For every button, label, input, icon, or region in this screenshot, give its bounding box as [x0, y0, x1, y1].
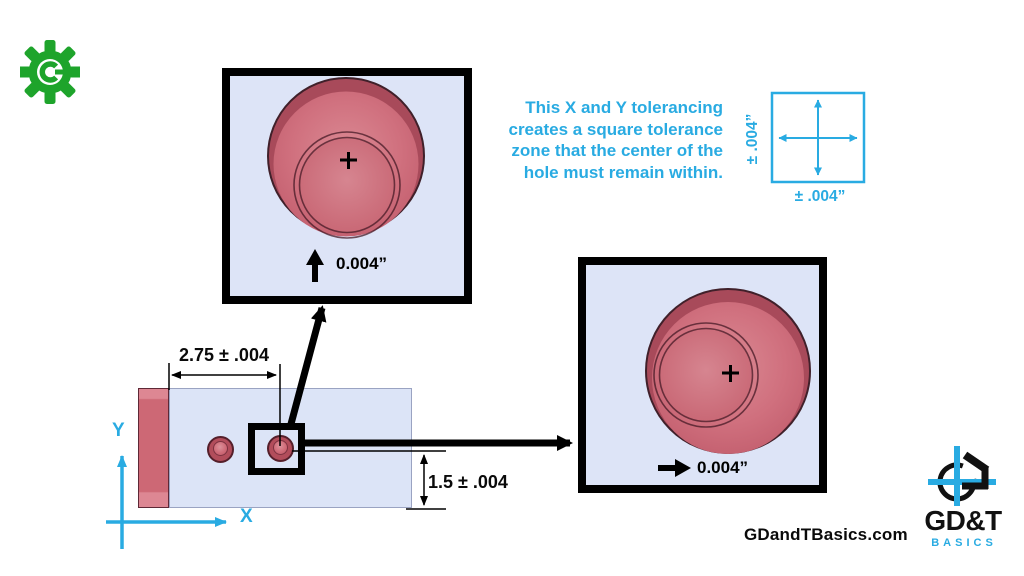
up-arrow: [306, 249, 324, 282]
hole-bore-ring-outer: [653, 322, 759, 428]
y-axis-label: Y: [112, 420, 125, 441]
annotation-text: This X and Y tolerancing creates a squar…: [495, 97, 723, 183]
dimension-horizontal-label: 2.75 ± .004: [179, 345, 269, 365]
logo-title: GD&T: [924, 505, 1002, 536]
hole-center-crosshair: [722, 365, 739, 382]
hole-left-bore: [213, 441, 228, 456]
top-zoom-hole-graphic: [267, 77, 425, 282]
right-zoom-hole-graphic: [645, 288, 811, 477]
annotation-line: This X and Y tolerancing: [525, 98, 723, 117]
position-symbol-logo-icon: [928, 446, 996, 506]
tolerance-zone-square: [770, 91, 866, 184]
annotation-line: creates a square tolerance: [508, 119, 723, 139]
hole-toleranced: [267, 435, 294, 462]
x-axis-label: X: [240, 506, 253, 527]
logo-crosshair-horizontal: [928, 479, 996, 485]
part-left-edge: [138, 388, 169, 508]
hole-center-crosshair: [340, 152, 357, 169]
annotation-line: hole must remain within.: [523, 162, 723, 182]
detail-callout-box: [248, 423, 305, 475]
hole-bore-ring-outer: [293, 131, 401, 239]
website-text: GDandTBasics.com: [744, 525, 908, 544]
right-arrow: [658, 459, 691, 477]
right-zoom-view: 0.004”: [578, 257, 827, 493]
top-zoom-tolerance-label: 0.004”: [336, 254, 388, 273]
annotation-line: zone that the center of the: [511, 141, 723, 160]
tolerance-zone-bottom-label: ± .004”: [794, 188, 846, 205]
dimension-vertical-label: 1.5 ± .004: [428, 472, 508, 492]
leader-to-top-zoom: [287, 305, 327, 425]
hole-bore: [300, 138, 394, 232]
logo-circle: [937, 462, 977, 502]
top-zoom-view: 0.004”: [222, 68, 472, 304]
logo-crosshair-vertical: [954, 446, 960, 506]
logo-g-hook: [962, 451, 990, 490]
logo-subtitle: BASICS: [931, 537, 997, 549]
hole-left: [207, 436, 234, 463]
right-zoom-tolerance-label: 0.004”: [697, 458, 749, 477]
hole-bore-ring-inner: [298, 136, 396, 234]
hole-bore-ring-inner: [658, 327, 754, 423]
hole-bore: [660, 329, 752, 421]
gear-wrench-icon: [20, 40, 80, 104]
